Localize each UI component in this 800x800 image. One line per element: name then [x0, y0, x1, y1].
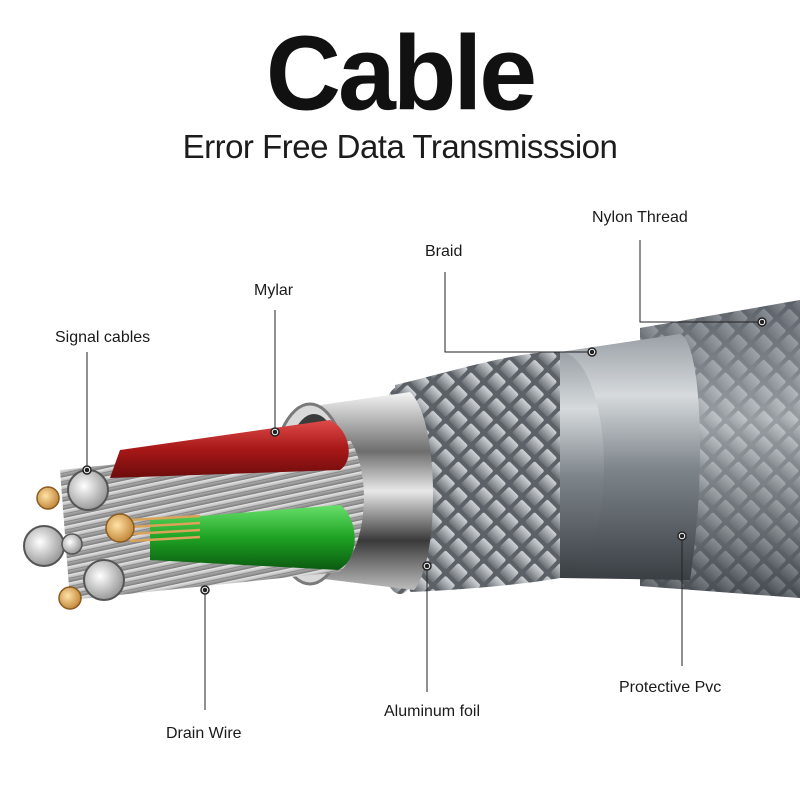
diagram-subtitle: Error Free Data Transmisssion: [182, 128, 618, 165]
leader-lines: [86, 240, 762, 710]
braid-mesh: [395, 351, 560, 592]
label-aluminum-foil: Aluminum foil: [384, 703, 481, 720]
conductor-ends: [23, 469, 135, 610]
label-signal-cables: Signal cables: [55, 329, 151, 346]
mylar-wire: [110, 420, 349, 478]
label-protective-pvc: Protective Pvc: [619, 679, 722, 696]
label-drain-wire: Drain Wire: [166, 725, 242, 742]
leader-dots: [82, 317, 767, 595]
label-mylar: Mylar: [254, 282, 294, 299]
label-braid: Braid: [425, 243, 463, 260]
leader-braid: [444, 272, 592, 353]
leader-nylon-thread: [639, 240, 762, 323]
diagram-title: Cable: [265, 14, 537, 134]
label-nylon-thread: Nylon Thread: [592, 209, 688, 226]
copper-strands-icon: [129, 514, 201, 543]
green-wire: [150, 505, 355, 570]
